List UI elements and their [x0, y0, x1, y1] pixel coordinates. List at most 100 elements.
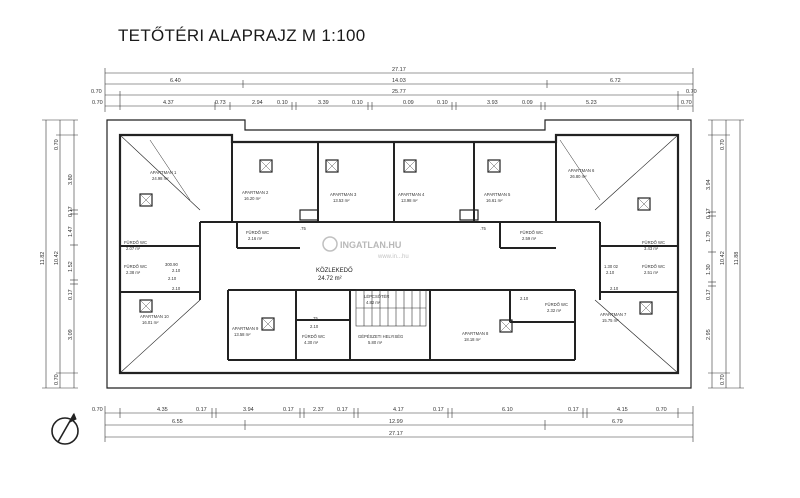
- interior-dim: 2.10: [310, 324, 319, 329]
- left-dim: 3.09: [68, 329, 74, 340]
- building-outline: [106, 119, 692, 389]
- interior-dim: 2.10: [610, 286, 619, 291]
- right-dim: 0.17: [706, 289, 712, 300]
- room-name: FÜRDŐ WC: [302, 334, 325, 339]
- bottom-dim: 2.37: [313, 407, 324, 413]
- room-area: 15.75 m²: [602, 318, 619, 323]
- right-dim: 1.30: [706, 264, 712, 275]
- interior-dim: 2.10: [172, 286, 181, 291]
- left-dim: 0.70: [54, 139, 60, 150]
- room-area: 24.98 m²: [152, 176, 169, 181]
- room-area: 4.30 m²: [304, 340, 319, 345]
- right-dimension-text: 3.94 0.17 1.70 1.30 0.17 2.95 0.70 10.42…: [706, 139, 740, 385]
- top-dim: 3.93: [487, 100, 498, 106]
- top-dim: 3.39: [318, 100, 329, 106]
- bottom-dim: 12.99: [389, 419, 403, 425]
- left-dim: 0.17: [68, 206, 74, 217]
- roof-window-icon: [403, 159, 417, 173]
- room-name: GÉPÉSZETI HELYISÉG: [358, 334, 403, 339]
- room-area: 2.59 m²: [522, 236, 537, 241]
- top-dim: 0.70: [681, 100, 692, 106]
- room-name: APARTMAN 5: [484, 192, 511, 197]
- plan-title: TETŐTÉRI ALAPRAJZ M 1:100: [118, 26, 366, 45]
- room-name: APARTMAN 1: [150, 170, 177, 175]
- top-dim: 0.70: [92, 100, 103, 106]
- room-name: APARTMAN 8: [462, 331, 489, 336]
- roof-window-icon: [459, 209, 479, 221]
- left-total-dim: 11.82: [40, 252, 46, 265]
- room-area: 2.16 m²: [248, 236, 263, 241]
- left-dimension-text: 11.82 0.70 10.42 0.70 3.80 0.17 1.47 1.5…: [40, 139, 74, 385]
- bottom-dim: 0.17: [568, 407, 579, 413]
- roof-window-icon: [259, 159, 273, 173]
- top-dim: 2.94: [252, 100, 263, 106]
- room-area: 13.58 m²: [234, 332, 251, 337]
- interior-dim: 2.10: [606, 270, 615, 275]
- right-dim: 0.17: [706, 208, 712, 219]
- stair-area: 4.82 m²: [366, 300, 381, 305]
- room-area: 16.61 m²: [486, 198, 503, 203]
- room-name: APARTMAN 6: [568, 168, 595, 173]
- room-area: 16.20 m²: [244, 196, 261, 201]
- bottom-dim: 3.94: [243, 407, 254, 413]
- room-area: 13.98 m²: [401, 198, 418, 203]
- top-dim: 0.70: [91, 89, 102, 95]
- left-dim: 10.42: [54, 251, 60, 265]
- bottom-dim: 0.17: [433, 407, 444, 413]
- interior-dim: 2.10: [172, 268, 181, 273]
- right-dim: 0.70: [720, 374, 726, 385]
- interior-dim: .75: [300, 226, 306, 231]
- room-area: 2.51 m²: [644, 270, 659, 275]
- room-name: FÜRDŐ WC: [520, 230, 543, 235]
- top-dim: 6.40: [170, 78, 181, 84]
- bottom-dimension-text: 0.70 4.35 0.17 3.94 0.17 2.37 0.17 4.17 …: [92, 407, 667, 437]
- room-name: FÜRDŐ WC: [642, 264, 665, 269]
- top-dim: 0.73: [215, 100, 226, 106]
- room-name: FÜRDŐ WC: [124, 264, 147, 269]
- right-dimension-lines: [708, 119, 744, 389]
- bottom-dim: 0.17: [283, 407, 294, 413]
- bottom-dim: 4.17: [393, 407, 404, 413]
- top-dim: 0.10: [437, 100, 448, 106]
- top-dim: 0.10: [277, 100, 288, 106]
- left-dim: 3.80: [68, 174, 74, 185]
- bottom-dim: 4.15: [617, 407, 628, 413]
- room-name: FÜRDŐ WC: [124, 240, 147, 245]
- top-dim: 14.03: [392, 78, 406, 84]
- room-name: APARTMAN 3: [330, 192, 357, 197]
- bottom-dim: 0.17: [196, 407, 207, 413]
- top-dimension-text: 27.17 6.40 14.03 6.72 0.70 25.77 0.70 0.…: [91, 67, 697, 106]
- corridor-name: KÖZLEKEDŐ: [316, 267, 353, 274]
- top-dim: 6.72: [610, 78, 621, 84]
- room-name: APARTMAN 9: [232, 326, 259, 331]
- left-dim: 1.52: [68, 261, 74, 272]
- interior-walls: [120, 142, 678, 361]
- bottom-dim: 6.79: [612, 419, 623, 425]
- room-area: 5.80 m²: [368, 340, 383, 345]
- watermark-url: www.in...hu: [377, 254, 409, 260]
- left-dim: 0.17: [68, 289, 74, 300]
- bottom-dim: 6.10: [502, 407, 513, 413]
- bottom-dim: 0.70: [656, 407, 667, 413]
- interior-dim: .75: [312, 316, 318, 321]
- top-total-dim: 27.17: [392, 67, 406, 73]
- top-dim: 0.70: [686, 89, 697, 95]
- room-area: 26.80 m²: [570, 174, 587, 179]
- room-area: 3.43 m²: [644, 246, 659, 251]
- bottom-dim: 6.55: [172, 419, 183, 425]
- top-dim: 0.09: [522, 100, 533, 106]
- room-area: 13.53 m²: [333, 198, 350, 203]
- room-labels: APARTMAN 1 24.98 m² APARTMAN 2 16.20 m² …: [124, 168, 665, 345]
- interior-dim: 300.90: [165, 262, 178, 267]
- roof-window-icon: [325, 159, 339, 173]
- roof-window-icon: [261, 317, 275, 331]
- room-area: 2.07 m²: [126, 246, 141, 251]
- bottom-total-dim: 27.17: [389, 431, 403, 437]
- stair-name: LÉPCSŐTÉR: [364, 294, 389, 299]
- top-dimension-lines: [104, 68, 694, 112]
- interior-dim: 1.30 02: [604, 264, 619, 269]
- left-dimension-lines: [42, 119, 78, 389]
- staircase: [355, 289, 427, 327]
- room-area: 2.32 m²: [547, 308, 562, 313]
- room-area: 2.38 m²: [126, 270, 141, 275]
